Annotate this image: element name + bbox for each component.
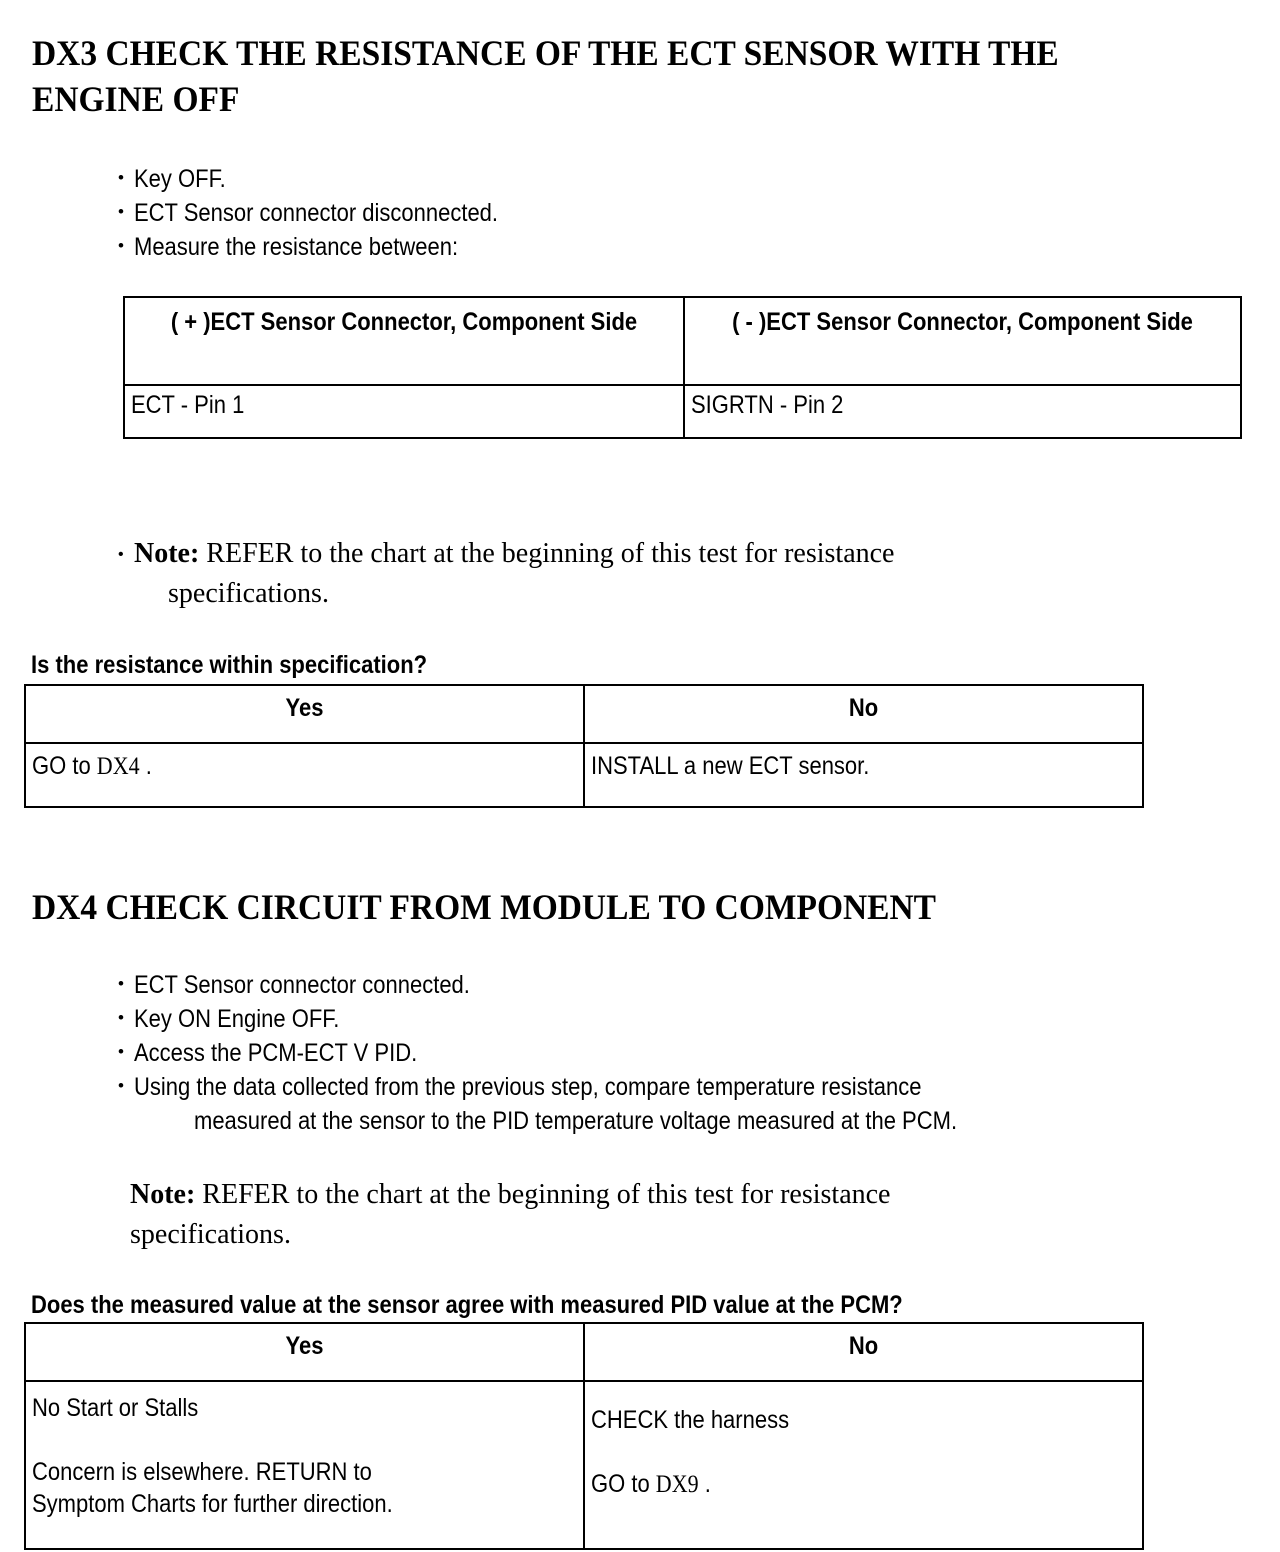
table-cell-yes-action: GO to DX4 . — [24, 742, 585, 808]
goto-prefix: GO to — [32, 752, 97, 780]
table-cell-no-action: CHECK the harness GO to DX9 . — [583, 1380, 1144, 1550]
dx3-question: Is the resistance within specification? — [31, 651, 428, 679]
spacer — [32, 1424, 579, 1456]
bullet-continuation-text: measured at the sensor to the PID temper… — [194, 1107, 958, 1135]
table-row: ( + )ECT Sensor Connector, Component Sid… — [123, 296, 1242, 386]
goto-suffix: . — [139, 752, 152, 780]
table-header-cell-positive: ( + )ECT Sensor Connector, Component Sid… — [123, 296, 685, 386]
cell-text-line-2: Concern is elsewhere. RETURN to — [32, 1458, 372, 1486]
goto-suffix: . — [698, 1470, 711, 1498]
dx4-decision-table: Yes No No Start or Stalls Concern is els… — [24, 1322, 1144, 1550]
note-line-1: Note: REFER to the chart at the beginnin… — [118, 534, 1118, 574]
header-text: Yes — [285, 694, 324, 722]
note-line-2: specifications. — [130, 1219, 291, 1250]
header-text: No — [848, 694, 879, 722]
table-cell-ect-pin: ECT - Pin 1 — [123, 384, 685, 439]
table-row: ECT - Pin 1 SIGRTN - Pin 2 — [123, 384, 1242, 439]
header-text: No — [848, 1332, 879, 1360]
header-text: ( - )ECT Sensor Connector, Component Sid… — [732, 308, 1193, 336]
note-text: REFER to the chart at the beginning of t… — [202, 1179, 891, 1210]
bullet-text: Key ON Engine OFF. — [134, 1005, 340, 1033]
header-text: Yes — [285, 1332, 324, 1360]
spacer — [591, 1436, 1138, 1468]
bullet-icon: • — [118, 546, 124, 563]
note-label: Note: — [134, 538, 200, 569]
note-line-2: specifications. — [168, 578, 329, 609]
table-header-cell-no: No — [583, 684, 1144, 744]
goto-reference[interactable]: DX4 — [96, 753, 140, 780]
bullet-text: ECT Sensor connector disconnected. — [134, 199, 499, 227]
list-item: Using the data collected from the previo… — [118, 1069, 1061, 1138]
list-item: Key ON Engine OFF. — [118, 1001, 1061, 1036]
table-row: GO to DX4 . INSTALL a new ECT sensor. — [24, 742, 1144, 808]
list-item: ECT Sensor connector connected. — [118, 967, 1061, 1002]
note-line-1: Note: REFER to the chart at the beginnin… — [130, 1175, 1130, 1215]
section-heading-dx4: DX4 CHECK CIRCUIT FROM MODULE TO COMPONE… — [32, 887, 937, 927]
dx4-question: Does the measured value at the sensor ag… — [31, 1291, 903, 1319]
table-header-cell-negative: ( - )ECT Sensor Connector, Component Sid… — [683, 296, 1242, 386]
cell-text-line-1: No Start or Stalls — [32, 1394, 199, 1422]
note-text: REFER to the chart at the beginning of t… — [206, 538, 895, 569]
table-header-cell-yes: Yes — [24, 684, 585, 744]
goto-prefix: GO to — [591, 1470, 656, 1498]
dx4-note: Note: REFER to the chart at the beginnin… — [130, 1175, 1130, 1255]
list-item: Key OFF. — [118, 161, 548, 196]
list-item: ECT Sensor connector disconnected. — [118, 195, 548, 230]
table-header-cell-no: No — [583, 1322, 1144, 1382]
list-item: Measure the resistance between: — [118, 229, 548, 264]
bullet-text: Key OFF. — [134, 165, 226, 193]
dx3-decision-table: Yes No GO to DX4 . INSTALL a new ECT sen… — [24, 684, 1144, 808]
section-heading-dx3: DX3 CHECK THE RESISTANCE OF THE ECT SENS… — [32, 33, 1068, 119]
dx4-bullet-list: ECT Sensor connector connected. Key ON E… — [118, 967, 1061, 1138]
bullet-continuation: measured at the sensor to the PID temper… — [134, 1104, 1061, 1138]
bullet-text: Access the PCM-ECT V PID. — [134, 1039, 418, 1067]
list-item: Access the PCM-ECT V PID. — [118, 1035, 1061, 1070]
table-cell-no-action: INSTALL a new ECT sensor. — [583, 742, 1144, 808]
cell-text-line-1: CHECK the harness — [591, 1406, 790, 1434]
goto-reference[interactable]: DX9 — [655, 1471, 699, 1498]
dx3-bullet-list: Key OFF. ECT Sensor connector disconnect… — [118, 161, 548, 264]
table-header-cell-yes: Yes — [24, 1322, 585, 1382]
cell-text: INSTALL a new ECT sensor. — [591, 752, 870, 780]
cell-text-line-2: GO to DX9 . — [591, 1468, 1072, 1501]
cell-text: SIGRTN - Pin 2 — [691, 391, 844, 419]
cell-text: ECT - Pin 1 — [131, 391, 245, 419]
table-row: No Start or Stalls Concern is elsewhere.… — [24, 1380, 1144, 1550]
table-row: Yes No — [24, 1322, 1144, 1382]
bullet-text: ECT Sensor connector connected. — [134, 971, 470, 999]
dx3-note: • Note: REFER to the chart at the beginn… — [118, 534, 1118, 614]
bullet-text: Measure the resistance between: — [134, 233, 459, 261]
cell-text-line-3: Symptom Charts for further direction. — [32, 1490, 393, 1518]
table-cell-yes-action: No Start or Stalls Concern is elsewhere.… — [24, 1380, 585, 1550]
note-label: Note: — [130, 1179, 196, 1210]
header-text: ( + )ECT Sensor Connector, Component Sid… — [170, 308, 638, 336]
table-row: Yes No — [24, 684, 1144, 744]
table-cell-sigrtn-pin: SIGRTN - Pin 2 — [683, 384, 1242, 439]
ect-connector-table: ( + )ECT Sensor Connector, Component Sid… — [123, 296, 1242, 439]
bullet-text: Using the data collected from the previo… — [134, 1073, 922, 1101]
cell-text: GO to DX4 . — [32, 750, 513, 783]
